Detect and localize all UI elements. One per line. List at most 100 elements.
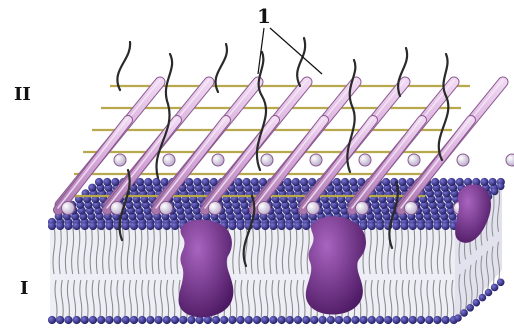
lipid-head [261, 222, 269, 230]
lipid-head [105, 316, 113, 324]
lipid-head [81, 316, 89, 324]
lipid-head [497, 183, 505, 191]
lipid-head [56, 222, 64, 230]
lipid-head [335, 316, 343, 324]
lipid-head [202, 178, 210, 186]
lipid-head [489, 178, 497, 186]
rod-end-bead [163, 154, 175, 166]
rod-end-bead [258, 202, 271, 215]
lipid-head [64, 316, 72, 324]
lipid-head [294, 222, 302, 230]
lipid-head [417, 222, 425, 230]
lipid-head [171, 222, 179, 230]
lipid-head [163, 222, 171, 230]
lipid-head [343, 316, 351, 324]
lipid-head [384, 316, 392, 324]
lipid-head [286, 222, 294, 230]
lipid-head [48, 316, 56, 324]
lipid-head [351, 316, 359, 324]
lipid-head [392, 316, 400, 324]
rod-end-bead [356, 202, 369, 215]
lipid-head [485, 289, 493, 297]
lipid-head [95, 178, 103, 186]
lipid-head [300, 178, 308, 186]
lipid-head [439, 178, 447, 186]
layer-label-ii: II [14, 86, 31, 104]
lipid-head [89, 222, 97, 230]
callout-label-1: 1 [257, 6, 271, 26]
rod-end-bead [310, 154, 322, 166]
lipid-head [48, 222, 56, 230]
lipid-head [64, 222, 72, 230]
lipid-head [401, 316, 409, 324]
lipid-head [360, 316, 368, 324]
lipid-head [341, 178, 349, 186]
lipid-head [253, 222, 261, 230]
lipid-head [234, 178, 242, 186]
lipid-head [193, 178, 201, 186]
lipid-head [237, 222, 245, 230]
lipid-head [409, 222, 417, 230]
lipid-head [228, 316, 236, 324]
lipid-head [319, 316, 327, 324]
lipid-head [179, 316, 187, 324]
lipid-head [456, 178, 464, 186]
rod-end-bead [209, 202, 222, 215]
lipid-head [454, 314, 462, 322]
lipid-head [130, 316, 138, 324]
lipid-head [122, 222, 130, 230]
lipid-head [155, 222, 163, 230]
layer-label-i: I [20, 280, 28, 298]
lipid-head [278, 316, 286, 324]
lipid-head [368, 316, 376, 324]
lipid-head [466, 304, 474, 312]
lipid-head [89, 316, 97, 324]
lipid-head [497, 279, 505, 287]
lipid-head [56, 316, 64, 324]
lipid-head [146, 316, 154, 324]
lipid-head [382, 178, 390, 186]
integral-protein [179, 220, 234, 318]
lipid-head [442, 316, 450, 324]
lipid-head [155, 316, 163, 324]
lipid-head [220, 316, 228, 324]
filament-strand [117, 42, 130, 90]
lipid-head [460, 309, 468, 317]
lipid-head [392, 222, 400, 230]
lipid-head [105, 222, 113, 230]
lipid-head [448, 178, 456, 186]
lipid-head [278, 222, 286, 230]
lipid-head [491, 284, 499, 292]
lipid-head [310, 316, 318, 324]
lipid-head [73, 316, 81, 324]
lipid-head [284, 178, 292, 186]
lipid-head [292, 178, 300, 186]
lipid-head [138, 316, 146, 324]
lipid-head [81, 222, 89, 230]
lipid-head [473, 299, 481, 307]
lipid-head [376, 316, 384, 324]
lipid-head [88, 184, 96, 192]
lipid-head [431, 178, 439, 186]
lipid-head [237, 316, 245, 324]
lipid-head [97, 222, 105, 230]
lipid-head [302, 222, 310, 230]
lipid-head [245, 316, 253, 324]
callout-line [270, 28, 322, 74]
rod-end-bead [408, 154, 420, 166]
lipid-head [261, 316, 269, 324]
rod-end-bead [62, 202, 75, 215]
lipid-head [286, 316, 294, 324]
lipid-head [442, 222, 450, 230]
lipid-head [146, 222, 154, 230]
lipid-head [491, 188, 499, 196]
lipid-head [349, 178, 357, 186]
callout-pointer-lines [258, 28, 322, 74]
lipid-head [269, 222, 277, 230]
lipid-head [152, 178, 160, 186]
lipid-head [302, 316, 310, 324]
lipid-head [327, 316, 335, 324]
lipid-head [251, 178, 259, 186]
